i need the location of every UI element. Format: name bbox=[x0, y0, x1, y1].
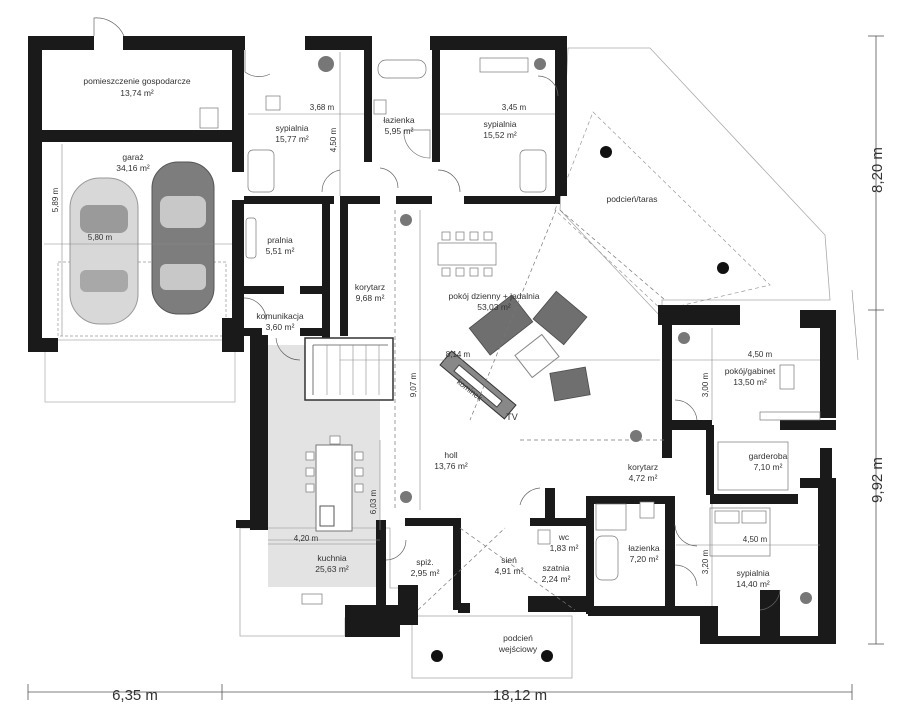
dim-label: 4,50 m bbox=[329, 127, 338, 152]
room-area: 25,63 m² bbox=[315, 564, 349, 574]
dim-label: 5,89 m bbox=[51, 187, 60, 212]
room-area: 14,40 m² bbox=[736, 579, 770, 589]
room-name: pokój dzienny + jadalnia bbox=[449, 291, 540, 301]
plant-icons bbox=[318, 56, 812, 604]
room-area: 4,72 m² bbox=[629, 473, 658, 483]
room-area: 15,52 m² bbox=[483, 130, 517, 140]
staircase bbox=[304, 337, 394, 401]
room-labels: pomieszczenie gospodarcze 13,74 m² garaż… bbox=[83, 76, 787, 654]
dim-label: 8,14 m bbox=[446, 350, 471, 359]
room-name: sypialnia bbox=[483, 119, 516, 129]
room-area: 13,76 m² bbox=[434, 461, 468, 471]
dim-label: 4,20 m bbox=[294, 534, 319, 543]
room-area: 13,74 m² bbox=[120, 88, 154, 98]
room-area: 1,83 m² bbox=[550, 543, 579, 553]
dim-label: 4,50 m bbox=[748, 350, 773, 359]
outer-dim-right-lower: 9,92 m bbox=[869, 457, 886, 503]
dashed-lines bbox=[268, 209, 666, 611]
room-name: sień bbox=[501, 555, 517, 565]
entrance-porch-outline bbox=[411, 615, 573, 679]
room-name: sypialnia bbox=[736, 568, 769, 578]
room-name: komunikacja bbox=[256, 311, 304, 321]
room-name: podcień/taras bbox=[606, 194, 657, 204]
room-name: garderoba bbox=[749, 451, 788, 461]
room-area: 13,50 m² bbox=[733, 377, 767, 387]
room-area: 2,24 m² bbox=[542, 574, 571, 584]
dim-label: 3,00 m bbox=[701, 372, 710, 397]
room-name: szatnia bbox=[543, 563, 570, 573]
room-name: podcień bbox=[503, 633, 533, 643]
room-name: spiż. bbox=[416, 557, 433, 567]
fireplace bbox=[439, 350, 517, 420]
car-silver-icon bbox=[69, 177, 139, 325]
outer-dim-left: 6,35 m bbox=[112, 687, 158, 704]
room-area: 53,03 m² bbox=[477, 302, 511, 312]
bathroom-fixtures bbox=[245, 59, 655, 581]
terrace-edge bbox=[851, 289, 859, 361]
room-name: garaż bbox=[122, 152, 143, 162]
room-area: 7,10 m² bbox=[754, 462, 783, 472]
dim-label: 4,50 m bbox=[743, 535, 768, 544]
terrace-outline bbox=[559, 47, 831, 320]
dim-label: 3,45 m bbox=[502, 103, 527, 112]
room-area: 4,91 m² bbox=[495, 566, 524, 576]
room-area: 5,51 m² bbox=[266, 246, 295, 256]
pillar-dots bbox=[431, 146, 729, 662]
room-area: 15,77 m² bbox=[275, 134, 309, 144]
outer-dimension-lines bbox=[27, 35, 884, 700]
dim-label: 9,07 m bbox=[409, 372, 418, 397]
room-name: pralnia bbox=[267, 235, 293, 245]
inner-dimension-labels: 3,68 m 3,45 m 4,50 m 5,89 m 5,80 m 8,14 … bbox=[51, 103, 773, 574]
room-name: łazienka bbox=[383, 115, 414, 125]
room-area: 7,20 m² bbox=[630, 554, 659, 564]
kitchen-island bbox=[305, 435, 364, 532]
room-area: 2,95 m² bbox=[411, 568, 440, 578]
terrace-dashed bbox=[554, 111, 771, 311]
dim-label: 6,03 m bbox=[369, 489, 378, 514]
room-name: pomieszczenie gospodarcze bbox=[83, 76, 191, 86]
room-area: 9,68 m² bbox=[356, 293, 385, 303]
room-area: 34,16 m² bbox=[116, 163, 150, 173]
room-name: korytarz bbox=[355, 282, 385, 292]
room-name: sypialnia bbox=[275, 123, 308, 133]
room-name: kuchnia bbox=[317, 553, 347, 563]
door-swings bbox=[93, 17, 781, 611]
dim-label: 3,68 m bbox=[310, 103, 335, 112]
room-area: wejściowy bbox=[498, 644, 538, 654]
walls bbox=[28, 36, 836, 644]
room-name: pokój/gabinet bbox=[725, 366, 776, 376]
room-area: 3,60 m² bbox=[266, 322, 295, 332]
furniture-misc bbox=[199, 57, 821, 605]
garage-parking-zone bbox=[57, 261, 227, 337]
outer-dim-bottom: 18,12 m bbox=[493, 687, 547, 704]
sofa-set bbox=[468, 290, 591, 402]
garage-apron bbox=[44, 339, 236, 403]
tv-label: TV bbox=[506, 412, 518, 422]
room-name: korytarz bbox=[628, 462, 658, 472]
dim-label: 5,80 m bbox=[88, 233, 113, 242]
room-name: wc bbox=[558, 532, 570, 542]
room-name: łazienka bbox=[628, 543, 659, 553]
inner-dimension-lines bbox=[44, 52, 820, 606]
outer-dim-right-top: 8,20 m bbox=[869, 147, 886, 193]
room-area: 5,95 m² bbox=[385, 126, 414, 136]
room-name: holl bbox=[444, 450, 457, 460]
dining-table bbox=[437, 231, 497, 277]
dim-label: 3,20 m bbox=[701, 549, 710, 574]
car-dark-icon bbox=[151, 161, 215, 315]
